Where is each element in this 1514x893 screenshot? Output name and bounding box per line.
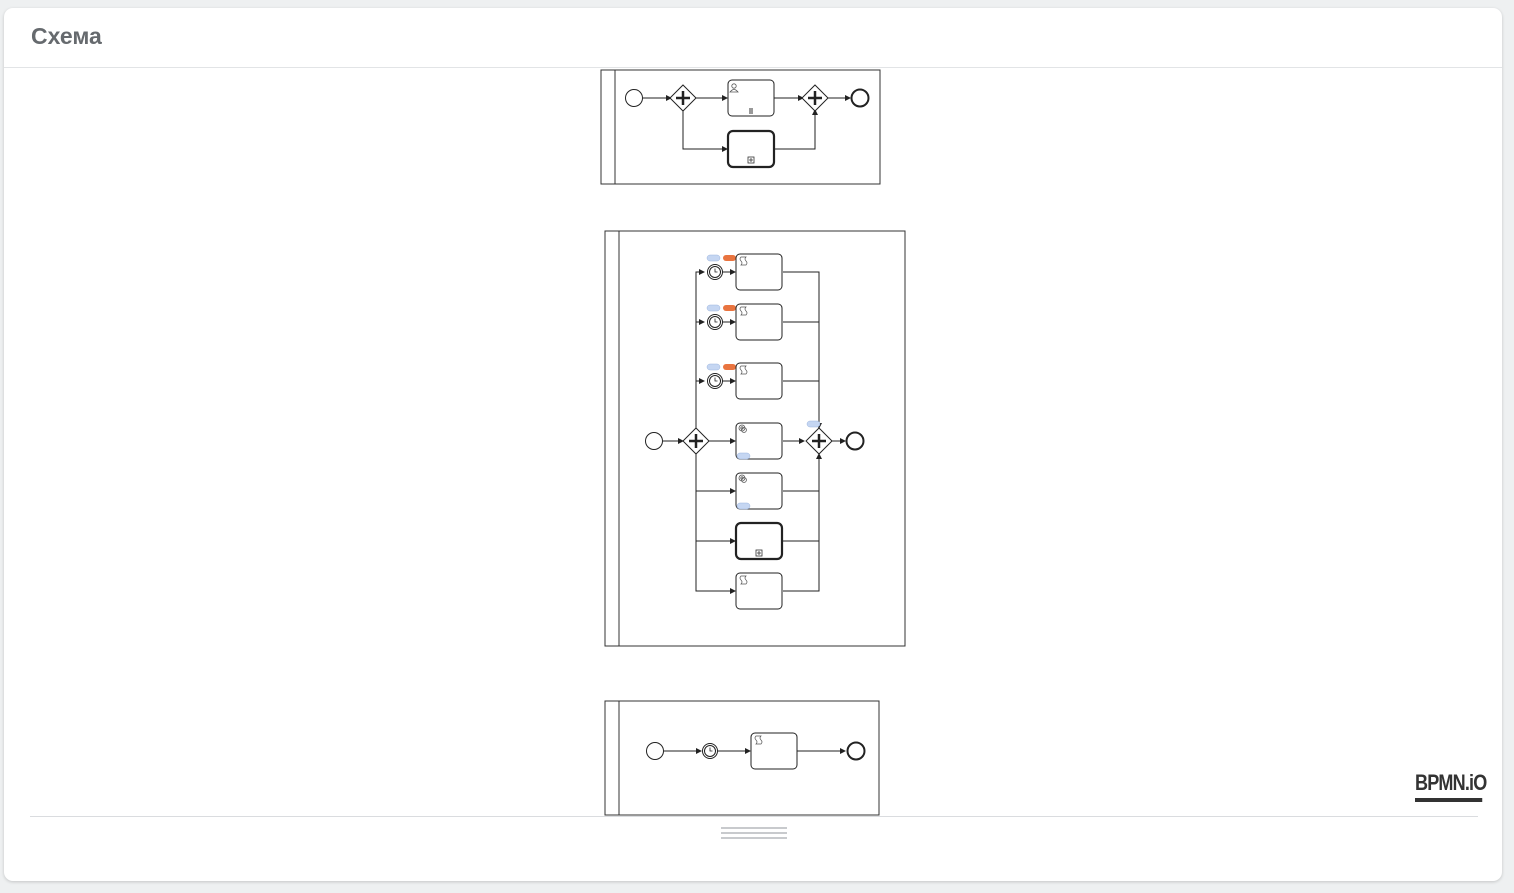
start-event[interactable] bbox=[645, 432, 663, 450]
clock-icon bbox=[709, 747, 713, 752]
end-event[interactable] bbox=[846, 741, 866, 761]
gear-icon bbox=[738, 474, 747, 483]
start-event[interactable] bbox=[646, 742, 664, 760]
parallel-gateway-join[interactable] bbox=[801, 84, 829, 112]
timer-event-3[interactable] bbox=[707, 373, 723, 389]
multi-instance-icon bbox=[749, 108, 753, 114]
script-icon bbox=[739, 365, 748, 375]
user-task[interactable] bbox=[727, 79, 775, 117]
handle-line bbox=[721, 832, 787, 834]
logo-text: BPMN.iO bbox=[1415, 770, 1487, 795]
timer-event-2[interactable] bbox=[707, 314, 723, 330]
timer-badges bbox=[706, 254, 736, 371]
parallel-gateway-split[interactable] bbox=[669, 84, 697, 112]
script-icon bbox=[754, 735, 763, 745]
info-badge bbox=[706, 363, 721, 371]
parallel-gateway-join[interactable] bbox=[805, 420, 833, 455]
call-activity[interactable] bbox=[726, 129, 776, 169]
clock-icon bbox=[714, 318, 718, 323]
handle-line bbox=[721, 827, 787, 829]
pool-2[interactable] bbox=[604, 230, 906, 647]
clock-icon bbox=[714, 377, 718, 382]
schema-card: Схема bbox=[4, 8, 1502, 881]
info-badge bbox=[706, 254, 721, 262]
start-event[interactable] bbox=[625, 89, 643, 107]
timer-event-1[interactable] bbox=[707, 264, 723, 280]
flows bbox=[643, 95, 851, 152]
bpmn-canvas[interactable] bbox=[4, 8, 1502, 881]
error-badge bbox=[723, 305, 736, 311]
script-task-1[interactable] bbox=[735, 253, 783, 291]
script-task-3[interactable] bbox=[735, 362, 783, 400]
pool-1[interactable] bbox=[600, 69, 881, 185]
script-task[interactable] bbox=[750, 732, 798, 770]
info-badge bbox=[706, 304, 721, 312]
script-icon bbox=[739, 256, 748, 266]
user-icon bbox=[729, 83, 739, 93]
expand-marker-icon bbox=[747, 156, 755, 164]
info-badge bbox=[736, 452, 751, 460]
script-icon bbox=[739, 306, 748, 316]
error-badge bbox=[723, 364, 736, 370]
card-header: Схема bbox=[4, 8, 1502, 68]
gear-icon bbox=[738, 424, 747, 433]
script-task-2[interactable] bbox=[735, 303, 783, 341]
end-event[interactable] bbox=[850, 88, 870, 108]
service-task-2[interactable] bbox=[735, 472, 783, 510]
pool-3[interactable] bbox=[604, 700, 880, 816]
timer-event[interactable] bbox=[702, 743, 718, 759]
call-activity[interactable] bbox=[734, 521, 784, 561]
logo-underline bbox=[1415, 798, 1483, 802]
resize-handle[interactable] bbox=[721, 825, 787, 845]
page-title: Схема bbox=[31, 23, 102, 49]
parallel-gateway-split[interactable] bbox=[682, 427, 710, 455]
handle-line bbox=[721, 837, 787, 839]
bpmn-io-logo[interactable]: BPMN.iO bbox=[1415, 770, 1487, 802]
expand-marker-icon bbox=[755, 549, 763, 557]
error-badge bbox=[723, 255, 736, 261]
info-badge bbox=[806, 420, 821, 428]
divider bbox=[30, 816, 1478, 817]
info-badge bbox=[736, 502, 751, 510]
script-task-4[interactable] bbox=[735, 572, 783, 610]
clock-icon bbox=[714, 268, 718, 273]
service-task-1[interactable] bbox=[735, 422, 783, 460]
flows bbox=[663, 269, 846, 594]
end-event[interactable] bbox=[845, 431, 865, 451]
script-icon bbox=[739, 575, 748, 585]
